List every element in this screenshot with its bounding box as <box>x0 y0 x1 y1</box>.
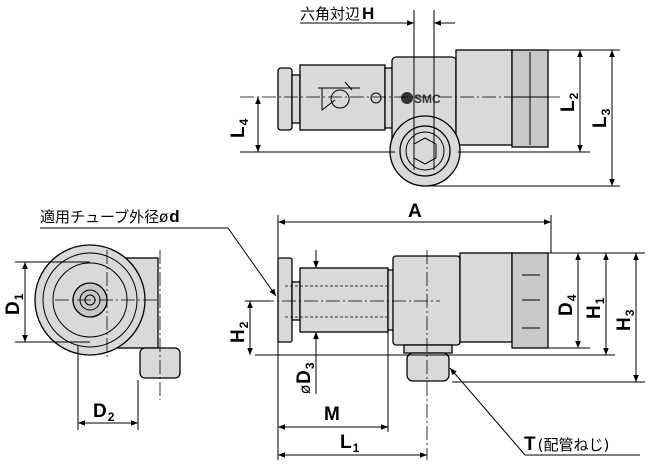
indicator-mark <box>370 92 382 104</box>
valve-body <box>299 64 386 131</box>
check-valve-symbol-icon <box>318 81 360 112</box>
hex-symbol-H: H <box>362 4 374 23</box>
smc-logo-icon <box>401 92 413 104</box>
hex-across-flats-label: 六角対辺 <box>300 5 360 23</box>
dim-L3: L3 <box>590 108 613 128</box>
dim-A: A <box>408 201 422 222</box>
tube-od-symbol: d <box>169 207 179 226</box>
tube-release-ring <box>277 67 293 131</box>
dim-L2: L2 <box>558 92 581 112</box>
dim-L1: L1 <box>340 432 360 455</box>
rear-body <box>455 49 513 146</box>
side-valve-body <box>299 267 389 333</box>
dim-D4: D4 <box>556 294 579 316</box>
ring-neck <box>291 74 301 124</box>
dim-M: M <box>324 404 340 425</box>
dim-H1: H1 <box>584 297 607 319</box>
dim-D2: D2 <box>93 401 115 424</box>
dim-D1: D1 <box>3 293 26 315</box>
thread-note: (配管ねじ) <box>538 436 610 454</box>
tube-od-label: 適用チューブ外径ø <box>40 208 168 226</box>
side-hex-body <box>392 255 461 346</box>
tube-od-callout: 適用チューブ外径ød <box>40 207 180 226</box>
thread-callout: T(配管ねじ) <box>524 434 609 455</box>
dim-L4: L4 <box>228 118 251 138</box>
dim-T: T <box>524 434 536 455</box>
side-rear-body <box>459 252 513 343</box>
dim-H3: H3 <box>614 309 637 331</box>
side-view: A D4 H1 H3 H2 øD3 M L1 T(配管ねじ) <box>228 201 645 460</box>
brand-text: SMC <box>414 92 441 106</box>
side-release-ring <box>277 257 293 343</box>
dim-D3: øD3 <box>294 362 317 394</box>
front-view: D1 D2 適用チューブ外径ød <box>3 207 277 430</box>
dim-H2: H2 <box>228 321 251 343</box>
side-thread-fitting <box>406 352 450 382</box>
bottom-port-inner <box>399 125 451 177</box>
